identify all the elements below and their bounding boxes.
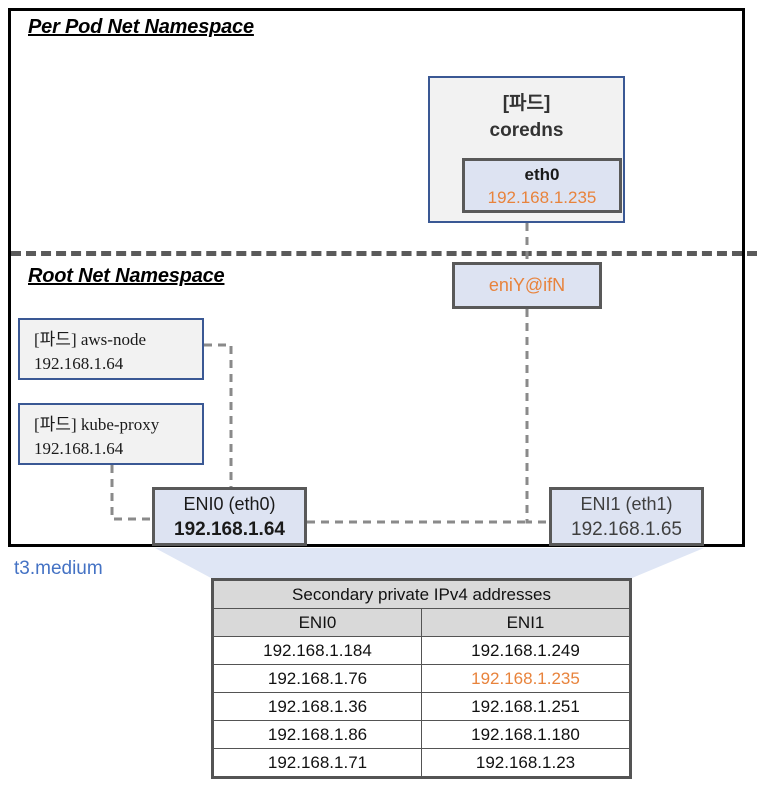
secondary-ip-table: Secondary private IPv4 addresses ENI0 EN… bbox=[211, 578, 632, 779]
pod-kube-proxy[interactable]: [파드] kube-proxy 192.168.1.64 bbox=[18, 403, 204, 465]
pod-kube-proxy-label: [파드] kube-proxy bbox=[34, 415, 160, 434]
table-header-eni0: ENI0 bbox=[212, 608, 422, 637]
table-cell-eni1: 192.168.1.235 bbox=[420, 664, 632, 693]
pod-coredns-kind-label: [파드] bbox=[502, 93, 551, 114]
table-cell-eni1: 192.168.1.23 bbox=[420, 748, 632, 778]
eni0-box[interactable]: ENI0 (eth0) 192.168.1.64 bbox=[152, 487, 307, 546]
veth-eniY-label: eniY@ifN bbox=[488, 275, 566, 295]
veth-eniY-box[interactable]: eniY@ifN bbox=[452, 262, 602, 309]
per-pod-namespace-title: Per Pod Net Namespace bbox=[28, 16, 254, 38]
table-cell-eni0: 192.168.1.76 bbox=[212, 664, 422, 693]
table-cell-eni1: 192.168.1.249 bbox=[420, 636, 632, 665]
table-title: Secondary private IPv4 addresses bbox=[212, 579, 631, 609]
pod-kube-proxy-ip: 192.168.1.64 bbox=[34, 439, 124, 458]
table-cell-eni1: 192.168.1.251 bbox=[420, 692, 632, 721]
root-namespace-title: Root Net Namespace bbox=[28, 265, 225, 287]
table-header-row: ENI0 ENI1 bbox=[212, 608, 632, 637]
pod-coredns-eth0-box[interactable]: eth0 192.168.1.235 bbox=[462, 158, 622, 213]
eni1-ip: 192.168.1.65 bbox=[571, 519, 682, 540]
pod-coredns-eth0-name: eth0 bbox=[524, 165, 560, 184]
pod-coredns[interactable]: [파드] coredns eth0 192.168.1.235 bbox=[428, 76, 625, 223]
eni1-name: ENI1 (eth1) bbox=[580, 494, 673, 514]
table-title-row: Secondary private IPv4 addresses bbox=[212, 579, 631, 609]
pod-coredns-heading: [파드] coredns bbox=[430, 90, 623, 144]
table-cell-eni0: 192.168.1.71 bbox=[212, 748, 422, 778]
eni1-box[interactable]: ENI1 (eth1) 192.168.1.65 bbox=[549, 487, 704, 546]
pod-aws-node-ip: 192.168.1.64 bbox=[34, 354, 124, 373]
table-cell-eni1: 192.168.1.180 bbox=[420, 720, 632, 749]
pod-coredns-name: coredns bbox=[489, 120, 564, 141]
pod-aws-node[interactable]: [파드] aws-node 192.168.1.64 bbox=[18, 318, 204, 380]
eni0-name: ENI0 (eth0) bbox=[183, 494, 276, 514]
table-cell-eni0: 192.168.1.184 bbox=[212, 636, 422, 665]
pod-coredns-eth0-ip: 192.168.1.235 bbox=[487, 188, 597, 207]
pod-aws-node-label: [파드] aws-node bbox=[34, 330, 146, 349]
table-cell-eni0: 192.168.1.36 bbox=[212, 692, 422, 721]
instance-type-label: t3.medium bbox=[14, 558, 103, 579]
namespace-divider bbox=[11, 251, 757, 256]
eni0-ip: 192.168.1.64 bbox=[174, 519, 285, 540]
table-header-eni1: ENI1 bbox=[420, 608, 632, 637]
table-cell-eni0: 192.168.1.86 bbox=[212, 720, 422, 749]
